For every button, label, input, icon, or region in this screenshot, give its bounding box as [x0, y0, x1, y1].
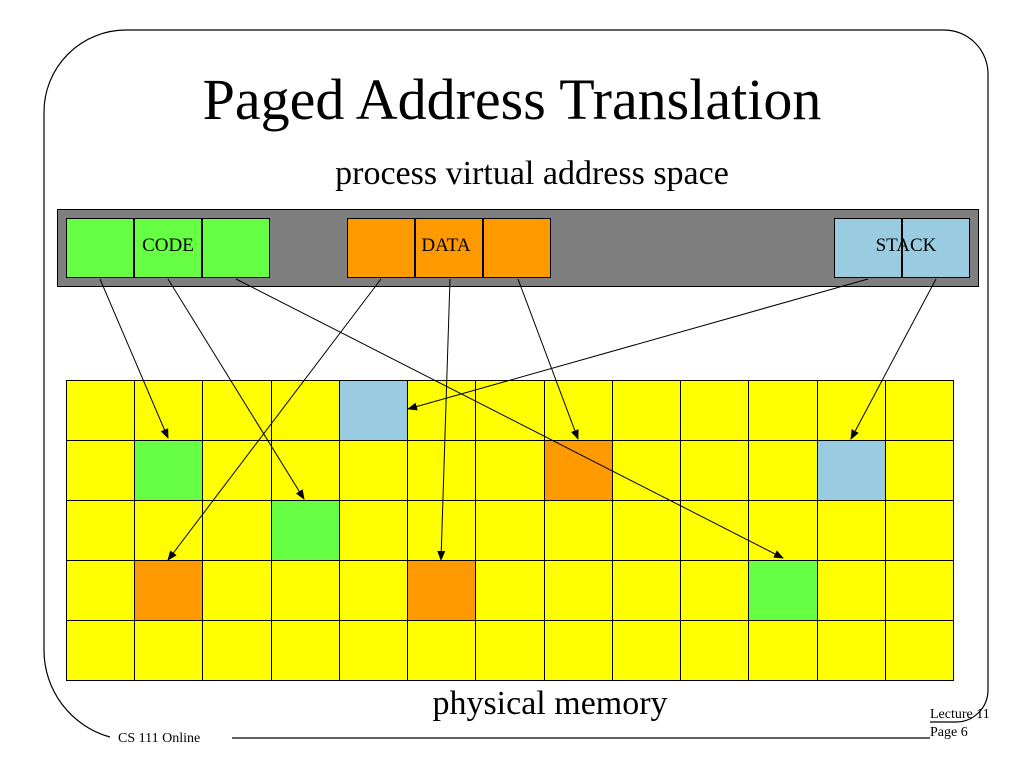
frame-free: [611, 620, 682, 681]
frame-code: [748, 560, 818, 621]
frame-free: [66, 440, 136, 501]
frame-stack: [338, 380, 409, 441]
frame-free: [270, 380, 340, 441]
code-page-0: [66, 218, 134, 278]
frame-free: [816, 620, 886, 681]
frame-free: [611, 500, 682, 561]
frame-free: [475, 500, 545, 561]
frame-free: [680, 380, 750, 441]
frame-free: [338, 560, 409, 621]
frame-free: [475, 440, 545, 501]
frame-free: [543, 560, 613, 621]
page-number: Page 6: [930, 725, 968, 740]
frame-free: [748, 620, 818, 681]
frame-free: [884, 560, 954, 621]
frame-free: [680, 560, 750, 621]
lecture-number: Lecture 11: [930, 707, 990, 722]
frame-free: [270, 620, 340, 681]
frame-free: [475, 620, 545, 681]
stack-page-0: [834, 218, 902, 278]
data-segment-label: DATA: [421, 235, 471, 256]
frame-free: [680, 440, 750, 501]
frame-free: [134, 380, 204, 441]
frame-data: [407, 560, 477, 621]
frame-free: [543, 380, 613, 441]
virtual-space-label: process virtual address space: [335, 155, 729, 192]
data-page-0: [347, 218, 415, 278]
frame-free: [884, 620, 954, 681]
frame-free: [270, 560, 340, 621]
stack-segment-label: STACK: [875, 235, 937, 256]
frame-free: [407, 380, 477, 441]
frame-free: [66, 500, 136, 561]
frame-free: [884, 500, 954, 561]
code-segment-label: CODE: [142, 235, 194, 256]
frame-free: [407, 620, 477, 681]
frame-free: [543, 620, 613, 681]
frame-free: [680, 500, 750, 561]
frame-free: [66, 620, 136, 681]
frame-free: [338, 500, 409, 561]
frame-stack: [816, 440, 886, 501]
frame-free: [748, 440, 818, 501]
data-page-2: [483, 218, 551, 278]
frame-free: [134, 620, 204, 681]
code-page-2: [202, 218, 270, 278]
frame-free: [884, 380, 954, 441]
frame-free: [202, 380, 272, 441]
frame-code: [270, 500, 340, 561]
frame-free: [884, 440, 954, 501]
frame-data: [134, 560, 204, 621]
frame-free: [202, 620, 272, 681]
physical-memory-label: physical memory: [432, 685, 668, 722]
frame-code: [134, 440, 204, 501]
slide-title: Paged Address Translation: [202, 67, 822, 132]
frame-free: [816, 380, 886, 441]
frame-free: [66, 380, 136, 441]
frame-free: [543, 500, 613, 561]
frame-free: [748, 500, 818, 561]
course-footer: CS 111 Online: [118, 731, 201, 746]
frame-free: [338, 620, 409, 681]
frame-free: [680, 620, 750, 681]
frame-free: [407, 440, 477, 501]
frame-free: [407, 500, 477, 561]
frame-free: [338, 440, 409, 501]
frame-free: [611, 380, 682, 441]
frame-free: [475, 380, 545, 441]
data-page-1: [415, 218, 483, 278]
physical-memory-grid: [66, 380, 954, 681]
code-page-1: [134, 218, 202, 278]
frame-free: [202, 560, 272, 621]
frame-free: [202, 500, 272, 561]
frame-free: [475, 560, 545, 621]
frame-free: [748, 380, 818, 441]
frame-free: [611, 560, 682, 621]
frame-free: [816, 500, 886, 561]
frame-free: [202, 440, 272, 501]
frame-free: [66, 560, 136, 621]
frame-free: [611, 440, 682, 501]
frame-free: [270, 440, 340, 501]
page-footer: Lecture 11 Page 6: [930, 706, 990, 742]
frame-free: [134, 500, 204, 561]
frame-data: [543, 440, 613, 501]
frame-free: [816, 560, 886, 621]
stack-page-1: [902, 218, 970, 278]
